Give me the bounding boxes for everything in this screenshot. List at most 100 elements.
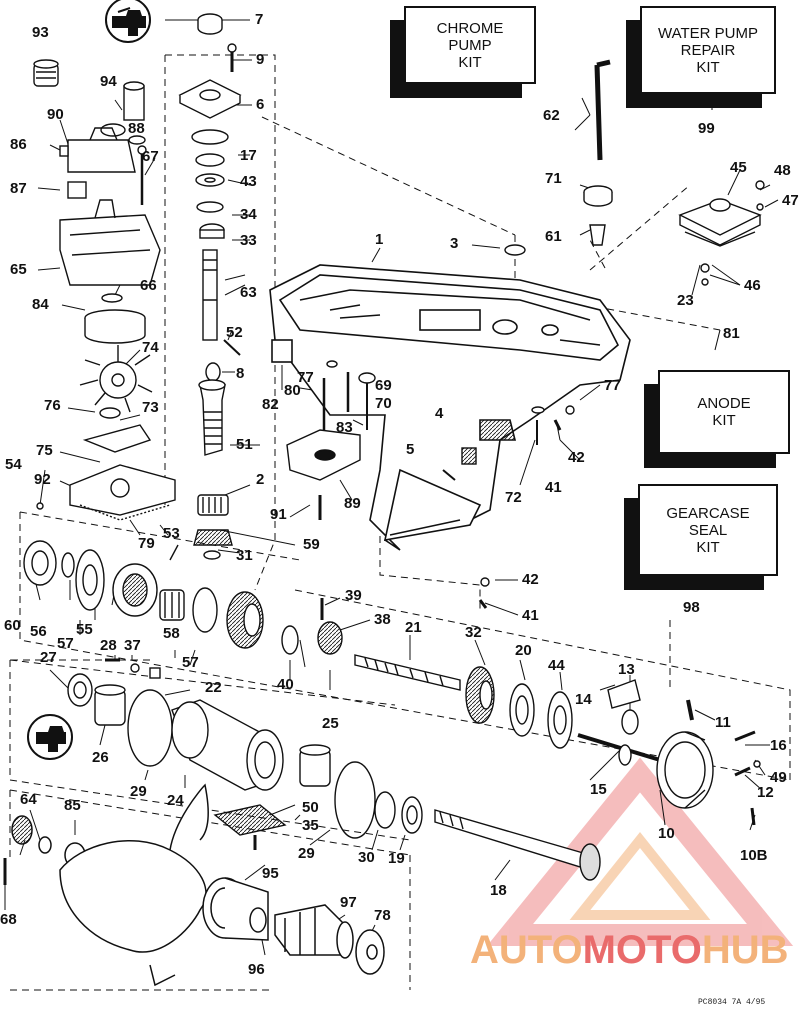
driveshaft-parts xyxy=(105,0,242,561)
part-label: 42 xyxy=(522,571,539,588)
seal-kit-line-1: GEARCASE xyxy=(666,504,750,522)
part-label: 14 xyxy=(575,691,592,708)
anode-kit-line-2: KIT xyxy=(712,412,736,429)
part-label: 86 xyxy=(10,136,27,153)
bearing-carrier-parts xyxy=(27,658,376,850)
part-label: 85 xyxy=(64,797,81,814)
part-label: 90 xyxy=(47,106,64,123)
part-label: 29 xyxy=(130,783,147,800)
part-label: 25 xyxy=(322,715,339,732)
gearcase-housing xyxy=(269,264,631,551)
part-label: 26 xyxy=(92,749,109,766)
gear-train-parts xyxy=(23,540,761,881)
part-label: 80 xyxy=(284,382,301,399)
housing-fasteners xyxy=(286,244,575,609)
part-label: 1 xyxy=(375,231,384,248)
part-label: 5 xyxy=(406,441,415,458)
part-label: 92 xyxy=(34,471,51,488)
part-label: 39 xyxy=(345,587,362,604)
part-label: 83 xyxy=(336,419,353,436)
part-label: 57 xyxy=(182,654,199,671)
part-label: 12 xyxy=(757,784,774,801)
part-label: 3 xyxy=(450,235,459,252)
part-label: 51 xyxy=(236,436,253,453)
water-kit-line-3: KIT xyxy=(696,58,720,76)
part-label: 34 xyxy=(240,206,257,223)
part-label: 31 xyxy=(236,547,253,564)
part-label: 93 xyxy=(32,24,49,41)
part-label: 72 xyxy=(505,489,522,506)
part-label: 19 xyxy=(388,850,405,867)
part-label: 46 xyxy=(744,277,761,294)
part-label: 41 xyxy=(522,607,539,624)
part-label: 77 xyxy=(297,369,314,386)
part-label: 76 xyxy=(44,397,61,414)
part-label: 73 xyxy=(142,399,159,416)
part-label: 29 xyxy=(298,845,315,862)
watermark-part-auto: AUTO xyxy=(470,928,583,972)
part-label: 88 xyxy=(128,120,145,137)
part-label: 75 xyxy=(36,442,53,459)
part-label: 94 xyxy=(100,73,117,90)
propeller-parts xyxy=(3,783,385,987)
part-label: 95 xyxy=(262,865,279,882)
part-label: 57 xyxy=(57,635,74,652)
part-label: 87 xyxy=(10,180,27,197)
part-label: 44 xyxy=(548,657,565,674)
part-label: 16 xyxy=(770,737,787,754)
part-label: 15 xyxy=(590,781,607,798)
anode-kit-box: ANODE KIT xyxy=(658,370,790,454)
part-label: 77 xyxy=(604,377,621,394)
seal-kit-line-2: SEAL xyxy=(688,521,728,539)
part-label: 54 xyxy=(5,456,22,473)
part-label: 61 xyxy=(545,228,562,245)
part-label: 42 xyxy=(568,449,585,466)
chrome-pump-kit-box: CHROME PUMP KIT xyxy=(404,6,536,84)
part-label: 35 xyxy=(302,817,319,834)
part-label: 24 xyxy=(167,792,184,809)
part-label: 21 xyxy=(405,619,422,636)
part-label: 66 xyxy=(140,277,157,294)
part-label: 55 xyxy=(76,621,93,638)
part-label: 49 xyxy=(770,769,787,786)
part-label: 79 xyxy=(138,535,155,552)
part-label: 63 xyxy=(240,284,257,301)
part-label: 43 xyxy=(240,173,257,190)
part-label: 28 xyxy=(100,637,117,654)
watermark-part-hub: HUB xyxy=(701,928,789,972)
part-label: 52 xyxy=(226,324,243,341)
part-label: 18 xyxy=(490,882,507,899)
water-pump-parts xyxy=(33,59,176,521)
part-label: 6 xyxy=(256,96,265,113)
part-label: 4 xyxy=(435,405,444,422)
part-label: 10B xyxy=(740,847,768,864)
part-label: 33 xyxy=(240,232,257,249)
part-label: 89 xyxy=(344,495,361,512)
part-label: 98 xyxy=(683,599,700,616)
part-label: 56 xyxy=(30,623,47,640)
part-label: 71 xyxy=(545,170,562,187)
anode-kit-line-1: ANODE xyxy=(697,395,751,412)
part-label: 11 xyxy=(715,714,731,731)
part-label: 30 xyxy=(358,849,375,866)
part-label: 78 xyxy=(374,907,391,924)
part-label: 81 xyxy=(723,325,740,342)
water-kit-line-2: REPAIR xyxy=(680,41,736,59)
part-label: 62 xyxy=(543,107,560,124)
chrome-kit-line-3: KIT xyxy=(458,53,482,71)
part-label: 68 xyxy=(0,911,17,928)
part-label: 97 xyxy=(340,894,357,911)
automotohub-watermark: AUTOMOTOHUB xyxy=(470,928,789,972)
part-label: 38 xyxy=(374,611,391,628)
part-label: 59 xyxy=(303,536,320,553)
part-label: 23 xyxy=(677,292,694,309)
part-label: 58 xyxy=(163,625,180,642)
water-tube-parts xyxy=(583,59,765,286)
part-label: 48 xyxy=(774,162,791,179)
part-label: 53 xyxy=(163,525,180,542)
part-label: 37 xyxy=(124,637,141,654)
drawing-code: PC8034 7A 4/95 xyxy=(698,998,766,1007)
part-label: 99 xyxy=(698,120,715,137)
